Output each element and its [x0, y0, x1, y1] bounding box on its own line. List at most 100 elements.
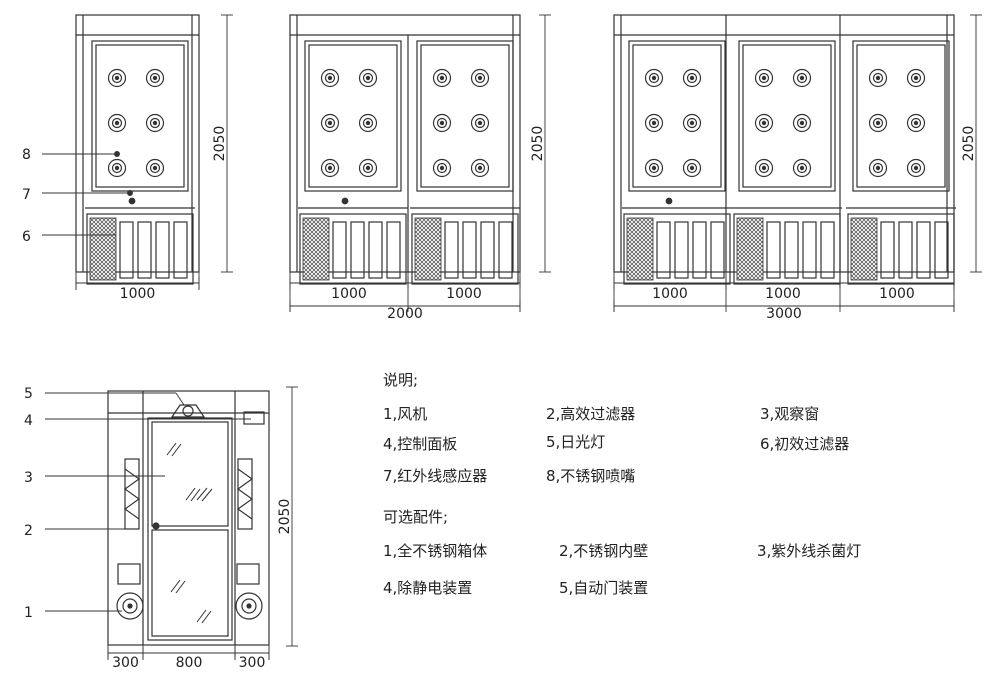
width-label: 1000	[765, 286, 801, 302]
width-label: 1000	[879, 286, 915, 302]
grille-slot	[386, 221, 401, 279]
note-item: 2,高效过滤器	[546, 405, 636, 423]
grille-slot	[692, 221, 707, 279]
nozzle-icon	[906, 68, 926, 88]
width-label: 1000	[331, 286, 367, 302]
grille-slot	[462, 221, 477, 279]
pre-filter-mesh	[302, 217, 330, 281]
leader-dot	[127, 190, 133, 196]
nozzle-icon	[145, 113, 165, 133]
grille-slot	[155, 221, 170, 279]
note-item: 3,观察窗	[760, 405, 820, 423]
note-item: 8,不锈钢喷嘴	[546, 467, 636, 485]
callout-label: 8	[22, 147, 31, 163]
sensor-icon	[665, 197, 673, 205]
door-width-label: 800	[176, 655, 203, 671]
grille-slot	[916, 221, 931, 279]
air-shower-unit	[732, 40, 842, 285]
total-width-label: 3000	[766, 306, 802, 322]
nozzle-icon	[145, 158, 165, 178]
nozzle-icon	[470, 68, 490, 88]
nozzle-panel	[91, 40, 189, 192]
callout-label: 3	[24, 470, 33, 486]
option-item: 4,除静电装置	[383, 579, 473, 597]
nozzle-icon	[358, 113, 378, 133]
note-item: 6,初效过滤器	[760, 435, 850, 453]
pre-filter-mesh	[414, 217, 442, 281]
grille-slot	[766, 221, 781, 279]
grille-slot	[332, 221, 347, 279]
nozzle-icon	[682, 113, 702, 133]
nozzle-icon	[320, 68, 340, 88]
nozzle-icon	[470, 158, 490, 178]
notes-title: 说明;	[383, 371, 419, 389]
nozzle-icon	[754, 158, 774, 178]
nozzle-icon	[792, 158, 812, 178]
callout-label: 1	[24, 605, 33, 621]
sensor-icon	[128, 197, 136, 205]
options-title: 可选配件;	[383, 508, 449, 526]
pre-filter-mesh	[626, 217, 654, 281]
pre-filter-mesh	[850, 217, 878, 281]
cabinet-2000	[289, 14, 521, 273]
grille-slot	[784, 221, 799, 279]
grille-slot	[820, 221, 835, 279]
option-item: 3,紫外线杀菌灯	[757, 542, 862, 560]
nozzle-icon	[868, 158, 888, 178]
window-glass-upper	[151, 421, 229, 527]
nozzle-panel	[628, 40, 726, 192]
duct-left	[117, 563, 141, 585]
nozzle-icon	[644, 158, 664, 178]
nozzle-icon	[792, 113, 812, 133]
nozzle-icon	[432, 113, 452, 133]
pre-filter-box	[733, 213, 841, 285]
window-glass-lower	[151, 529, 229, 637]
grille-slot	[480, 221, 495, 279]
fan-icon	[235, 592, 263, 620]
hepa-filter-right	[237, 458, 253, 530]
note-item: 7,红外线感应器	[383, 467, 488, 485]
width-label: 1000	[652, 286, 688, 302]
grille-slot	[137, 221, 152, 279]
option-item: 2,不锈钢内壁	[559, 542, 649, 560]
nozzle-icon	[107, 158, 127, 178]
grille-slot	[173, 221, 188, 279]
option-item: 5,自动门装置	[559, 579, 649, 597]
width-label: 1000	[446, 286, 482, 302]
callout-label: 4	[24, 413, 33, 429]
nozzle-icon	[470, 113, 490, 133]
hepa-filter-left	[124, 458, 140, 530]
grille-slot	[710, 221, 725, 279]
nozzle-icon	[906, 158, 926, 178]
pre-filter-mesh	[89, 217, 117, 281]
note-item: 4,控制面板	[383, 435, 458, 453]
total-width-label: 2000	[387, 306, 423, 322]
grille-slot	[350, 221, 365, 279]
air-shower-unit	[298, 40, 408, 285]
nozzle-icon	[107, 68, 127, 88]
note-item: 5,日光灯	[546, 433, 606, 451]
nozzle-icon	[358, 158, 378, 178]
grille-slot	[898, 221, 913, 279]
nozzle-icon	[358, 68, 378, 88]
pre-filter-mesh	[736, 217, 764, 281]
height-label: 2050	[277, 499, 293, 535]
callout-label: 6	[22, 229, 31, 245]
nozzle-icon	[868, 68, 888, 88]
nozzle-icon	[682, 158, 702, 178]
grille-slot	[498, 221, 513, 279]
side-width-label: 300	[239, 655, 266, 671]
nozzle-panel	[304, 40, 402, 192]
nozzle-icon	[320, 113, 340, 133]
grille-slot	[368, 221, 383, 279]
nozzle-panel	[852, 40, 950, 192]
nozzle-icon	[107, 113, 127, 133]
grille-slot	[802, 221, 817, 279]
grille-slot	[934, 221, 949, 279]
nozzle-icon	[432, 68, 452, 88]
pre-filter-box	[299, 213, 407, 285]
lamp-icon	[170, 404, 206, 418]
cabinet-3000	[613, 14, 955, 273]
fan-icon	[116, 592, 144, 620]
nozzle-icon	[754, 113, 774, 133]
